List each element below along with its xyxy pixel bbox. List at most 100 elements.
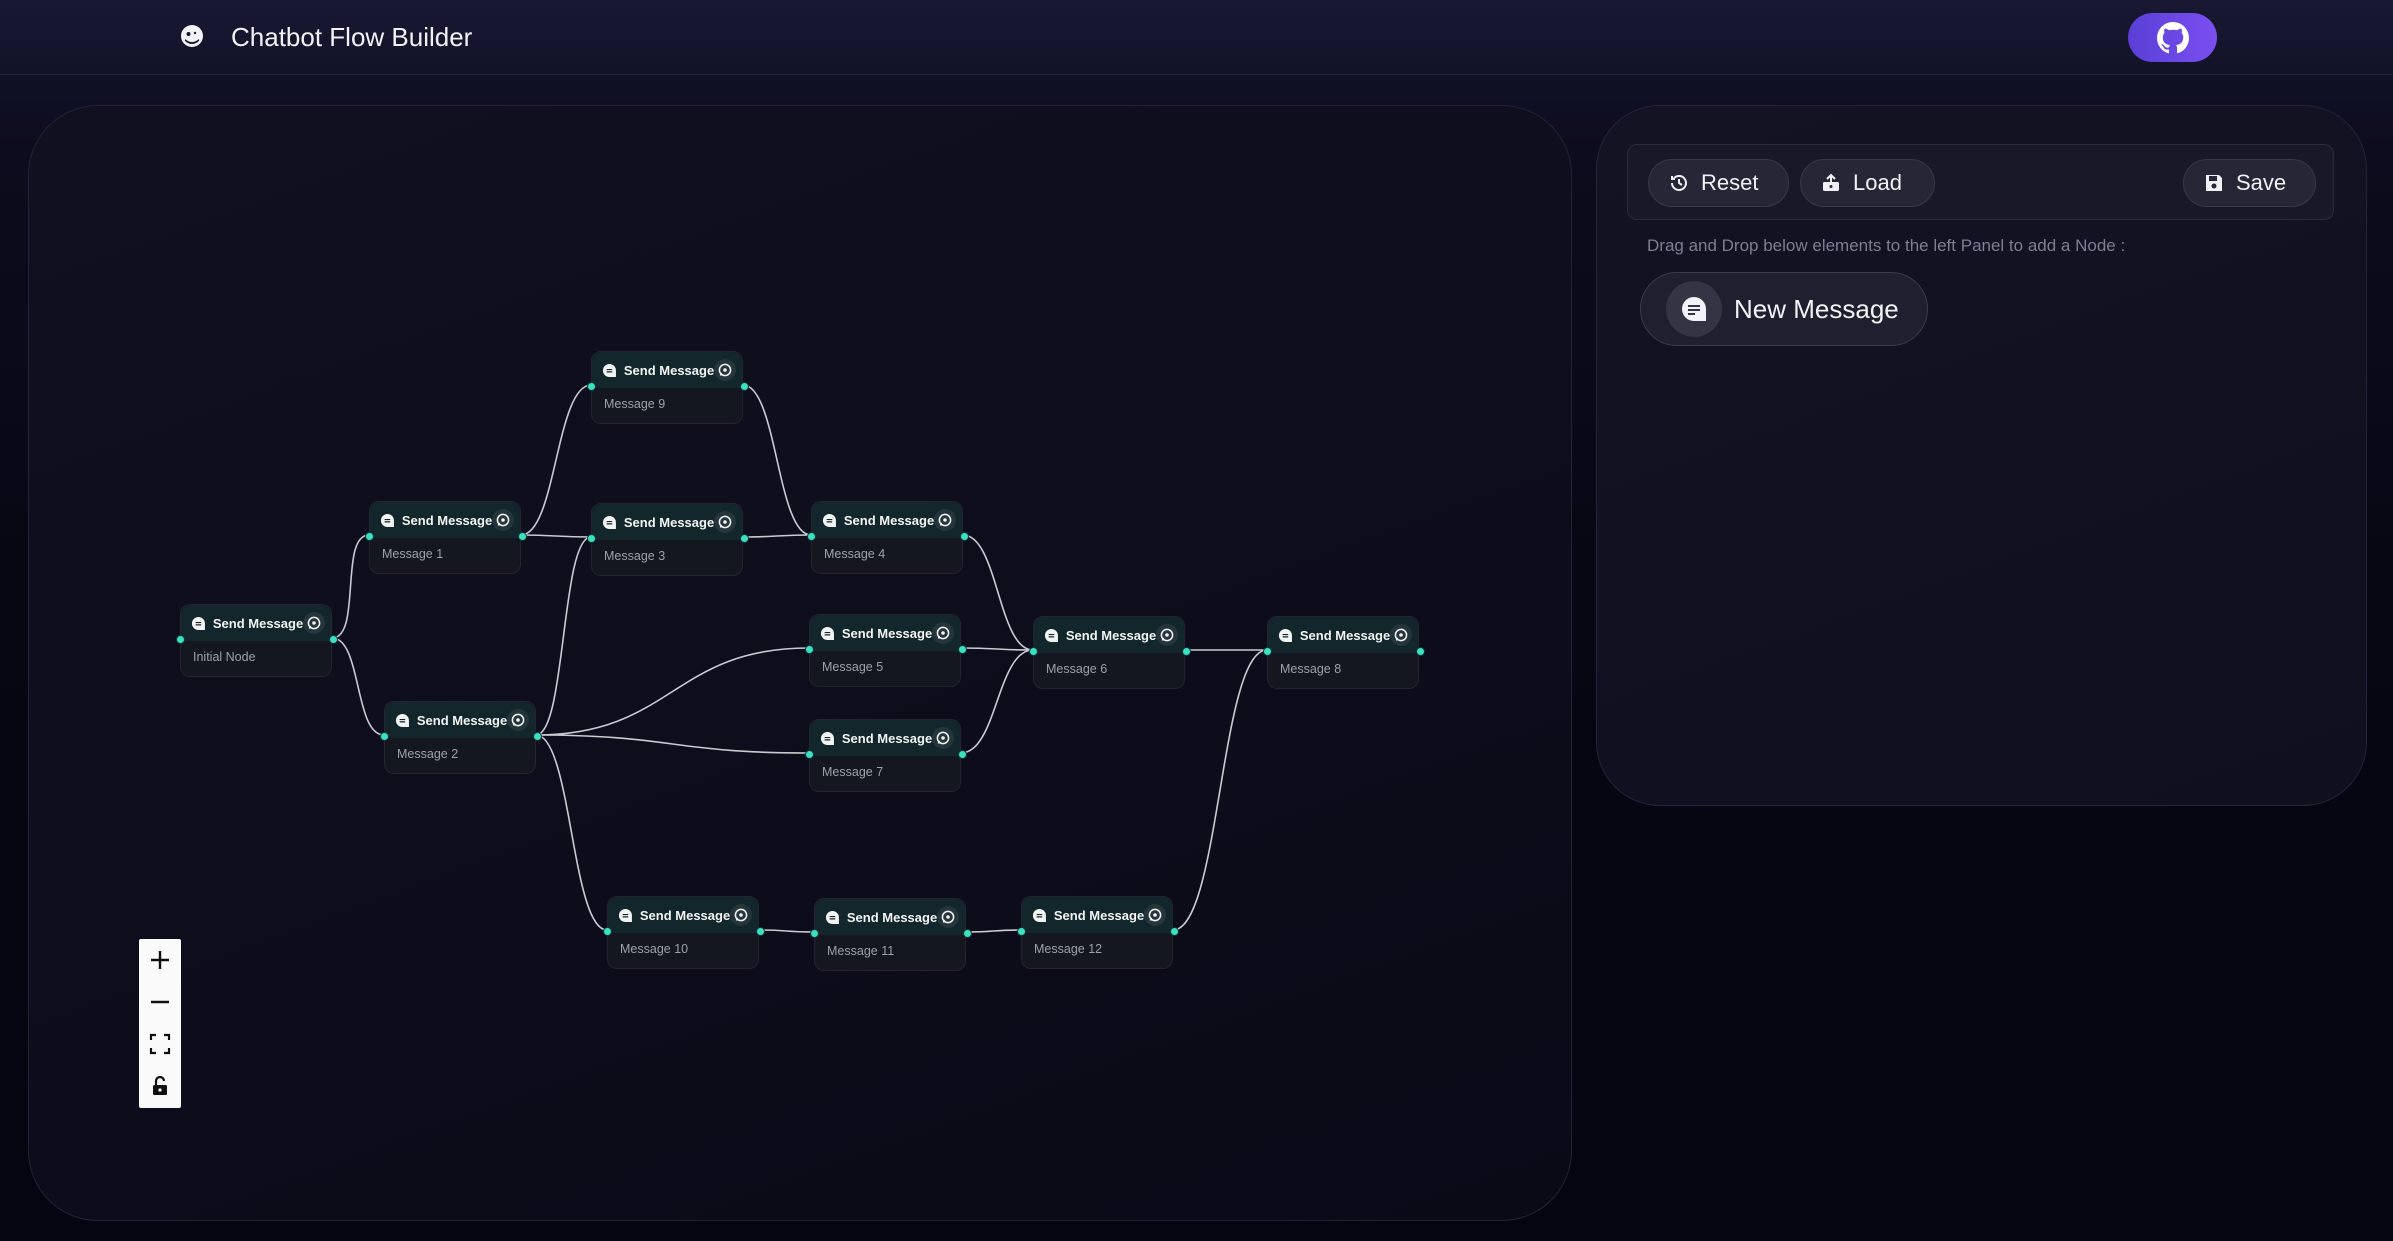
- zoom-out-icon: [151, 1000, 169, 1004]
- node-text: Message 5: [822, 660, 884, 674]
- node-title: Send Message: [841, 730, 933, 746]
- panel-hint: Drag and Drop below elements to the left…: [1647, 236, 2126, 255]
- edge[interactable]: [535, 647, 810, 736]
- message-icon: [380, 513, 394, 527]
- edge[interactable]: [962, 534, 1034, 651]
- edge[interactable]: [520, 534, 592, 538]
- edge[interactable]: [535, 734, 608, 931]
- node-title: Send Message: [416, 712, 508, 728]
- node-title: Send Message: [841, 625, 933, 641]
- node-text: Message 11: [827, 944, 895, 958]
- message-icon: [825, 910, 839, 924]
- panel-toolbar: Reset Load Save: [1627, 144, 2334, 220]
- source-handle[interactable]: [958, 645, 967, 654]
- target-handle[interactable]: [587, 382, 596, 391]
- target-handle[interactable]: [1263, 647, 1272, 656]
- node-title: Send Message: [1065, 627, 1157, 643]
- source-handle[interactable]: [958, 750, 967, 759]
- message-icon: [1032, 908, 1046, 922]
- source-handle[interactable]: [518, 532, 527, 541]
- target-handle[interactable]: [365, 532, 374, 541]
- new-message-draggable[interactable]: New Message: [1640, 272, 1928, 346]
- node-title: Send Message: [1053, 907, 1145, 923]
- edge[interactable]: [535, 734, 810, 754]
- node-text: Message 6: [1046, 662, 1108, 676]
- node-text: Message 10: [620, 942, 689, 956]
- target-handle[interactable]: [805, 645, 814, 654]
- target-handle[interactable]: [810, 929, 819, 938]
- load-icon: [1823, 173, 1839, 191]
- whatsapp-icon: [934, 509, 956, 531]
- node-header: Send Message: [810, 720, 960, 756]
- zoom-in-button[interactable]: [139, 939, 181, 981]
- lock-button[interactable]: [139, 1065, 181, 1107]
- edge[interactable]: [1172, 649, 1268, 931]
- target-handle[interactable]: [380, 732, 389, 741]
- source-handle[interactable]: [1170, 927, 1179, 936]
- source-handle[interactable]: [963, 929, 972, 938]
- target-handle[interactable]: [1017, 927, 1026, 936]
- target-handle[interactable]: [807, 532, 816, 541]
- chatbot-logo-icon: [181, 25, 203, 47]
- source-handle[interactable]: [740, 382, 749, 391]
- source-handle[interactable]: [1416, 647, 1425, 656]
- message-icon: [602, 363, 616, 377]
- source-handle[interactable]: [533, 732, 542, 741]
- edge[interactable]: [758, 929, 815, 933]
- edge[interactable]: [535, 536, 592, 736]
- edge[interactable]: [520, 384, 592, 536]
- edge[interactable]: [742, 534, 812, 538]
- edges-layer: [331, 384, 1268, 933]
- target-handle[interactable]: [176, 635, 185, 644]
- github-button[interactable]: [2128, 13, 2217, 62]
- whatsapp-icon: [303, 612, 325, 634]
- node-text: Message 1: [382, 547, 444, 561]
- node-title: Send Message: [401, 512, 493, 528]
- edge[interactable]: [960, 649, 1034, 754]
- target-handle[interactable]: [805, 750, 814, 759]
- load-label: Load: [1853, 170, 1902, 195]
- edge[interactable]: [331, 534, 370, 639]
- source-handle[interactable]: [756, 927, 765, 936]
- node-text: Message 9: [604, 397, 666, 411]
- node-header: Send Message: [812, 502, 962, 538]
- node-header: Send Message: [1022, 897, 1172, 933]
- message-icon: [602, 515, 616, 529]
- edge[interactable]: [965, 929, 1022, 933]
- target-handle[interactable]: [587, 534, 596, 543]
- source-handle[interactable]: [740, 534, 749, 543]
- target-handle[interactable]: [1029, 647, 1038, 656]
- edge[interactable]: [331, 637, 385, 736]
- whatsapp-icon: [730, 904, 752, 926]
- whatsapp-icon: [1156, 624, 1178, 646]
- whatsapp-icon: [932, 622, 954, 644]
- save-button[interactable]: Save: [2183, 159, 2316, 207]
- load-button[interactable]: Load: [1800, 159, 1935, 207]
- reset-button[interactable]: Reset: [1648, 159, 1789, 207]
- node-text: Initial Node: [193, 650, 256, 664]
- fit-view-button[interactable]: [139, 1023, 181, 1065]
- edge[interactable]: [960, 647, 1034, 651]
- source-handle[interactable]: [1182, 647, 1191, 656]
- target-handle[interactable]: [603, 927, 612, 936]
- edge[interactable]: [742, 384, 812, 536]
- fit-view-icon: [149, 1033, 171, 1055]
- source-handle[interactable]: [960, 532, 969, 541]
- source-handle[interactable]: [329, 635, 338, 644]
- lock-icon: [153, 1075, 167, 1095]
- zoom-out-button[interactable]: [139, 981, 181, 1023]
